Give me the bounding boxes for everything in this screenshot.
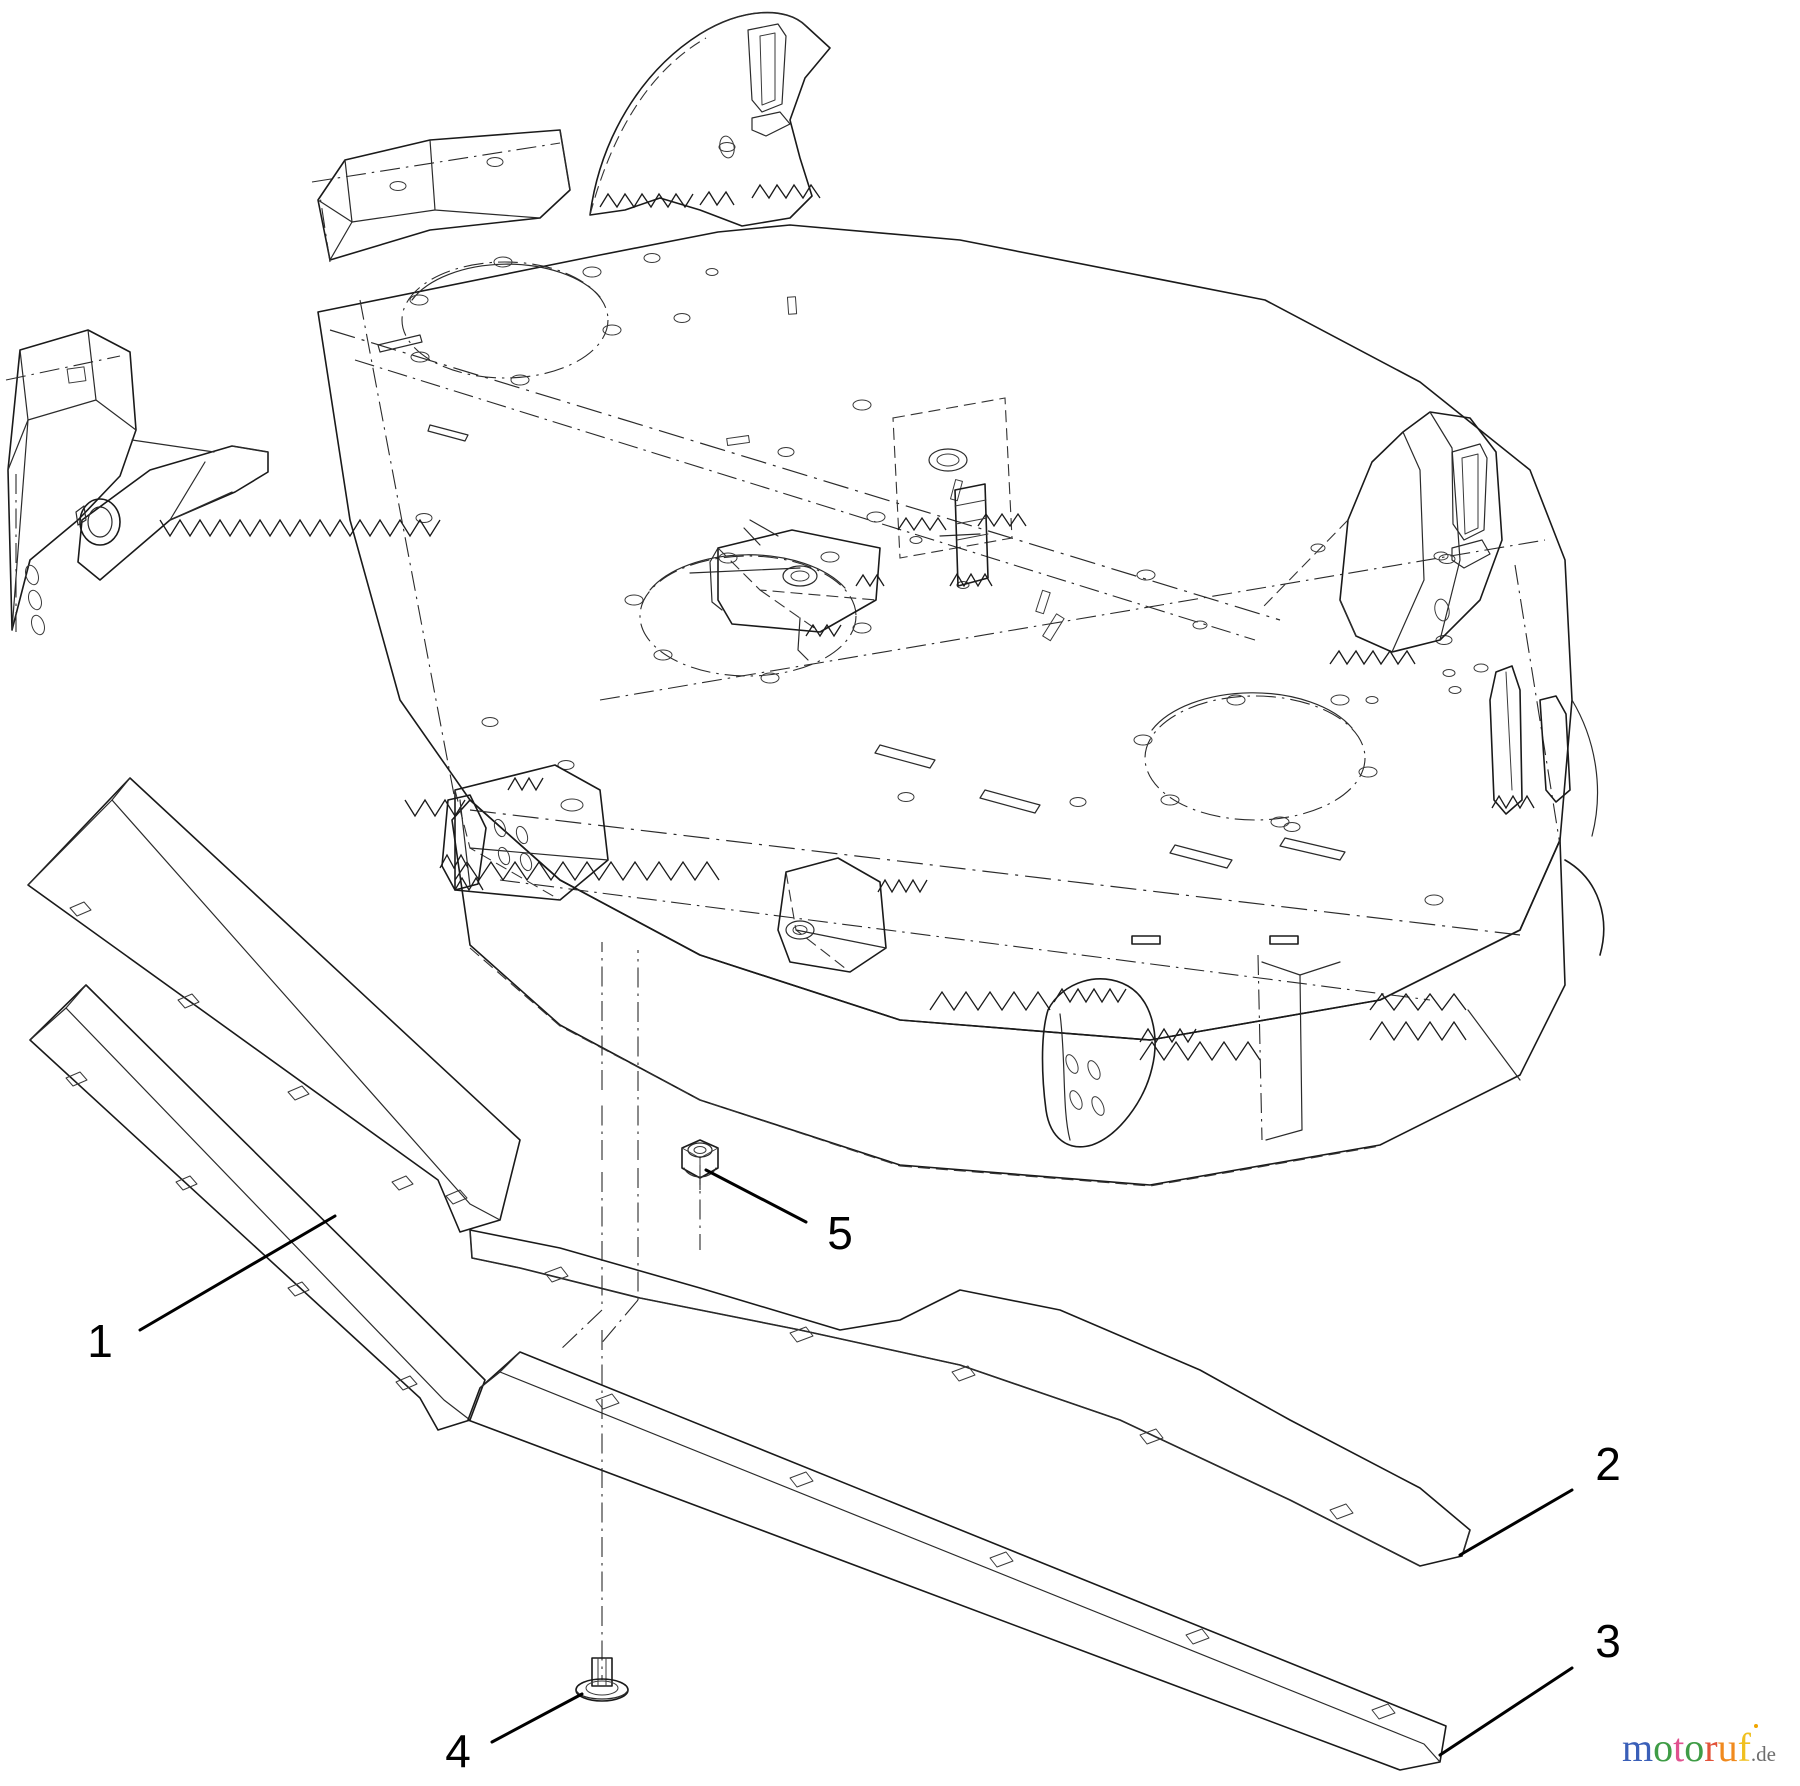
weld-seam-left-edge xyxy=(159,518,466,818)
deck-front-roller-tab xyxy=(777,857,928,973)
part-1-slots xyxy=(69,901,468,1205)
part-3-slots xyxy=(595,1393,1396,1720)
part-3-lower-scraper-bar xyxy=(467,1351,1447,1771)
callout-layer: 1 2 3 4 5 xyxy=(87,1168,1621,1777)
deck-stud xyxy=(949,483,993,588)
callout-3[interactable]: 3 xyxy=(1438,1615,1621,1757)
deck-mount-bracket-left xyxy=(5,329,137,636)
assembly-centrelines xyxy=(559,942,701,1680)
callout-4-leader xyxy=(490,1692,584,1744)
part-1-upper-scraper-bar xyxy=(27,777,521,1233)
deck-channel-bracket xyxy=(709,519,885,661)
deck-stud-mount-plate xyxy=(892,397,1027,559)
deck-fastener-holes xyxy=(389,142,1489,906)
part-1b-slots xyxy=(65,1071,418,1391)
weld-seam-hump xyxy=(599,183,821,209)
lift-arm-pivot-boss xyxy=(75,445,269,581)
weld-seam-front-edge xyxy=(454,860,1467,1062)
wm-letter-o1: o xyxy=(1653,1725,1674,1770)
callout-5[interactable]: 5 xyxy=(704,1168,853,1259)
brace-hole-row xyxy=(493,818,533,872)
wm-letter-u: u xyxy=(1717,1725,1738,1770)
callout-5-label: 5 xyxy=(827,1207,853,1259)
deck-assembly xyxy=(5,11,1605,1187)
wm-letter-t: t xyxy=(1673,1725,1685,1770)
part-2-slots xyxy=(544,1266,1354,1520)
weld-seam-bracket-right xyxy=(1329,649,1416,666)
gusset-hole-row xyxy=(1065,1054,1105,1116)
callout-5-leader xyxy=(704,1168,808,1224)
deck-antiscalp-gusset xyxy=(1041,978,1197,1148)
spindle-opening-centre xyxy=(624,551,872,684)
wm-letter-m: m xyxy=(1622,1725,1654,1770)
wm-letter-o2: o xyxy=(1684,1725,1705,1770)
callout-2-label: 2 xyxy=(1595,1438,1621,1490)
callout-3-label: 3 xyxy=(1595,1615,1621,1667)
deck-stiffener-ribs xyxy=(377,334,1346,869)
callout-2-leader xyxy=(1458,1488,1574,1557)
deck-punched-slots xyxy=(726,296,1299,945)
wm-letter-f: f xyxy=(1737,1724,1759,1770)
deck-front-skirt-details xyxy=(1257,954,1521,1141)
deck-top-plate xyxy=(317,224,1573,1186)
spindle-opening-right xyxy=(1133,692,1378,828)
deck-side-rail-right xyxy=(1489,665,1571,815)
wm-letter-r: r xyxy=(1704,1725,1718,1770)
callout-1[interactable]: 1 xyxy=(87,1214,337,1367)
deck-top-hump xyxy=(589,11,831,227)
spindle-opening-left xyxy=(401,256,622,386)
callout-1-leader xyxy=(138,1214,337,1332)
bracket-hole-row-left xyxy=(25,564,45,636)
callout-4[interactable]: 4 xyxy=(445,1692,584,1777)
deck-mount-bracket-rear-left xyxy=(311,129,571,263)
motoruf-watermark-logo: motoruf.de xyxy=(1622,1724,1776,1770)
deck-front-gusset xyxy=(439,794,487,891)
callout-1-label: 1 xyxy=(87,1315,113,1367)
callout-4-label: 4 xyxy=(445,1725,471,1777)
callout-2[interactable]: 2 xyxy=(1458,1438,1621,1557)
callout-3-leader xyxy=(1438,1666,1574,1757)
part-5-flange-lock-nut xyxy=(681,1139,719,1179)
part-2-contoured-baffle-plate xyxy=(469,1229,1471,1567)
part-4-flange-bolt xyxy=(575,1657,629,1702)
deck-mount-bracket-right xyxy=(1261,411,1503,653)
wm-suffix-de: .de xyxy=(1750,1742,1776,1766)
